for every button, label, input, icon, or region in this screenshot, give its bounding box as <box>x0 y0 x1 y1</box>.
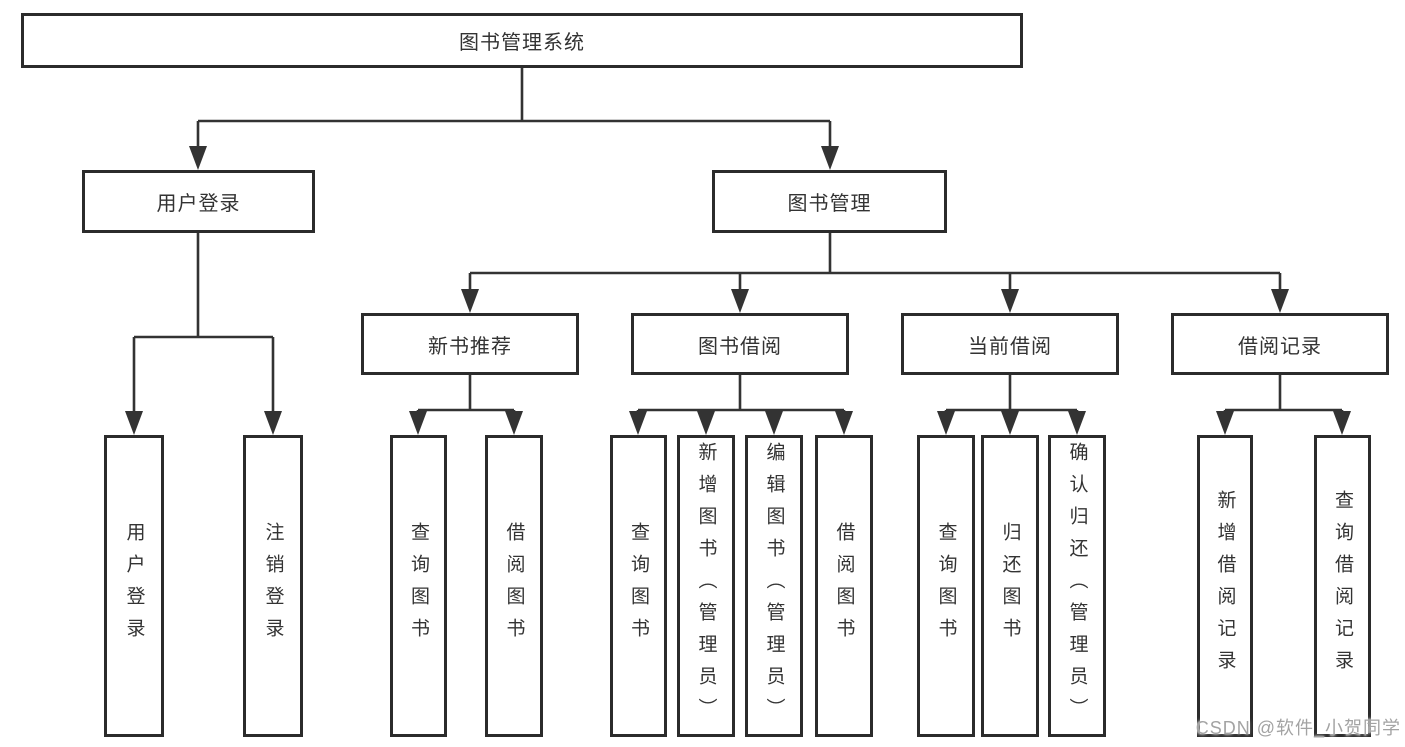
arrowhead <box>505 411 523 435</box>
arrowhead <box>1271 289 1289 313</box>
leaf-query-borrow-record: 查询借阅记录 <box>1314 435 1371 737</box>
leaf-return-book: 归还图书 <box>981 435 1039 737</box>
leaf-label: 注销登录 <box>262 522 284 650</box>
node-new-book-recommend: 新书推荐 <box>361 313 579 375</box>
arrowhead <box>629 411 647 435</box>
leaf-label: 确认归还（管理员） <box>1066 442 1088 730</box>
arrowhead <box>264 411 282 435</box>
leaf-user-login: 用户登录 <box>104 435 164 737</box>
leaf-query-book-3: 查询图书 <box>917 435 975 737</box>
node-root-system: 图书管理系统 <box>21 13 1023 68</box>
arrowhead <box>697 411 715 435</box>
leaf-label: 查询图书 <box>408 522 429 650</box>
arrowhead <box>821 146 839 170</box>
leaf-label: 用户登录 <box>123 522 145 650</box>
arrowhead <box>125 411 143 435</box>
arrowhead <box>189 146 207 170</box>
leaf-label: 查询借阅记录 <box>1332 490 1353 682</box>
arrowhead <box>1001 411 1019 435</box>
node-label: 新书推荐 <box>428 335 512 358</box>
node-label: 图书管理系统 <box>459 32 585 54</box>
node-label: 借阅记录 <box>1238 335 1322 358</box>
leaf-borrow-book-2: 借阅图书 <box>815 435 873 737</box>
node-borrow-records: 借阅记录 <box>1171 313 1389 375</box>
arrowhead <box>731 289 749 313</box>
leaf-label: 借阅图书 <box>833 522 855 650</box>
arrowhead <box>409 411 427 435</box>
node-user-login: 用户登录 <box>82 170 315 233</box>
arrowhead <box>937 411 955 435</box>
csdn-watermark: CSDN @软件_小贺同学 <box>1195 718 1401 738</box>
leaf-label: 新增借阅记录 <box>1214 490 1236 682</box>
node-current-borrow: 当前借阅 <box>901 313 1119 375</box>
leaf-query-book-2: 查询图书 <box>610 435 667 737</box>
leaf-add-borrow-record: 新增借阅记录 <box>1197 435 1253 737</box>
arrowhead <box>461 289 479 313</box>
node-label: 用户登录 <box>156 193 241 215</box>
arrowhead <box>1216 411 1234 435</box>
arrowhead <box>835 411 853 435</box>
leaf-confirm-return-admin: 确认归还（管理员） <box>1048 435 1106 737</box>
arrowhead <box>1068 411 1086 435</box>
arrowhead <box>1001 289 1019 313</box>
leaf-label: 归还图书 <box>999 522 1021 650</box>
leaf-label: 编辑图书（管理员） <box>763 442 785 730</box>
leaf-label: 查询图书 <box>935 522 957 650</box>
leaf-query-book-1: 查询图书 <box>390 435 447 737</box>
arrowhead <box>765 411 783 435</box>
node-book-management: 图书管理 <box>712 170 947 233</box>
leaf-add-book-admin: 新增图书（管理员） <box>677 435 735 737</box>
leaf-edit-book-admin: 编辑图书（管理员） <box>745 435 803 737</box>
node-label: 图书管理 <box>787 193 872 215</box>
node-book-borrow: 图书借阅 <box>631 313 849 375</box>
node-label: 当前借阅 <box>968 335 1052 358</box>
leaf-label: 新增图书（管理员） <box>695 442 717 730</box>
arrowheads <box>125 146 1351 435</box>
arrowhead <box>1333 411 1351 435</box>
leaf-logout: 注销登录 <box>243 435 303 737</box>
leaf-label: 查询图书 <box>628 522 649 650</box>
node-label: 图书借阅 <box>698 335 782 358</box>
leaf-label: 借阅图书 <box>503 522 525 650</box>
leaf-borrow-book-1: 借阅图书 <box>485 435 543 737</box>
